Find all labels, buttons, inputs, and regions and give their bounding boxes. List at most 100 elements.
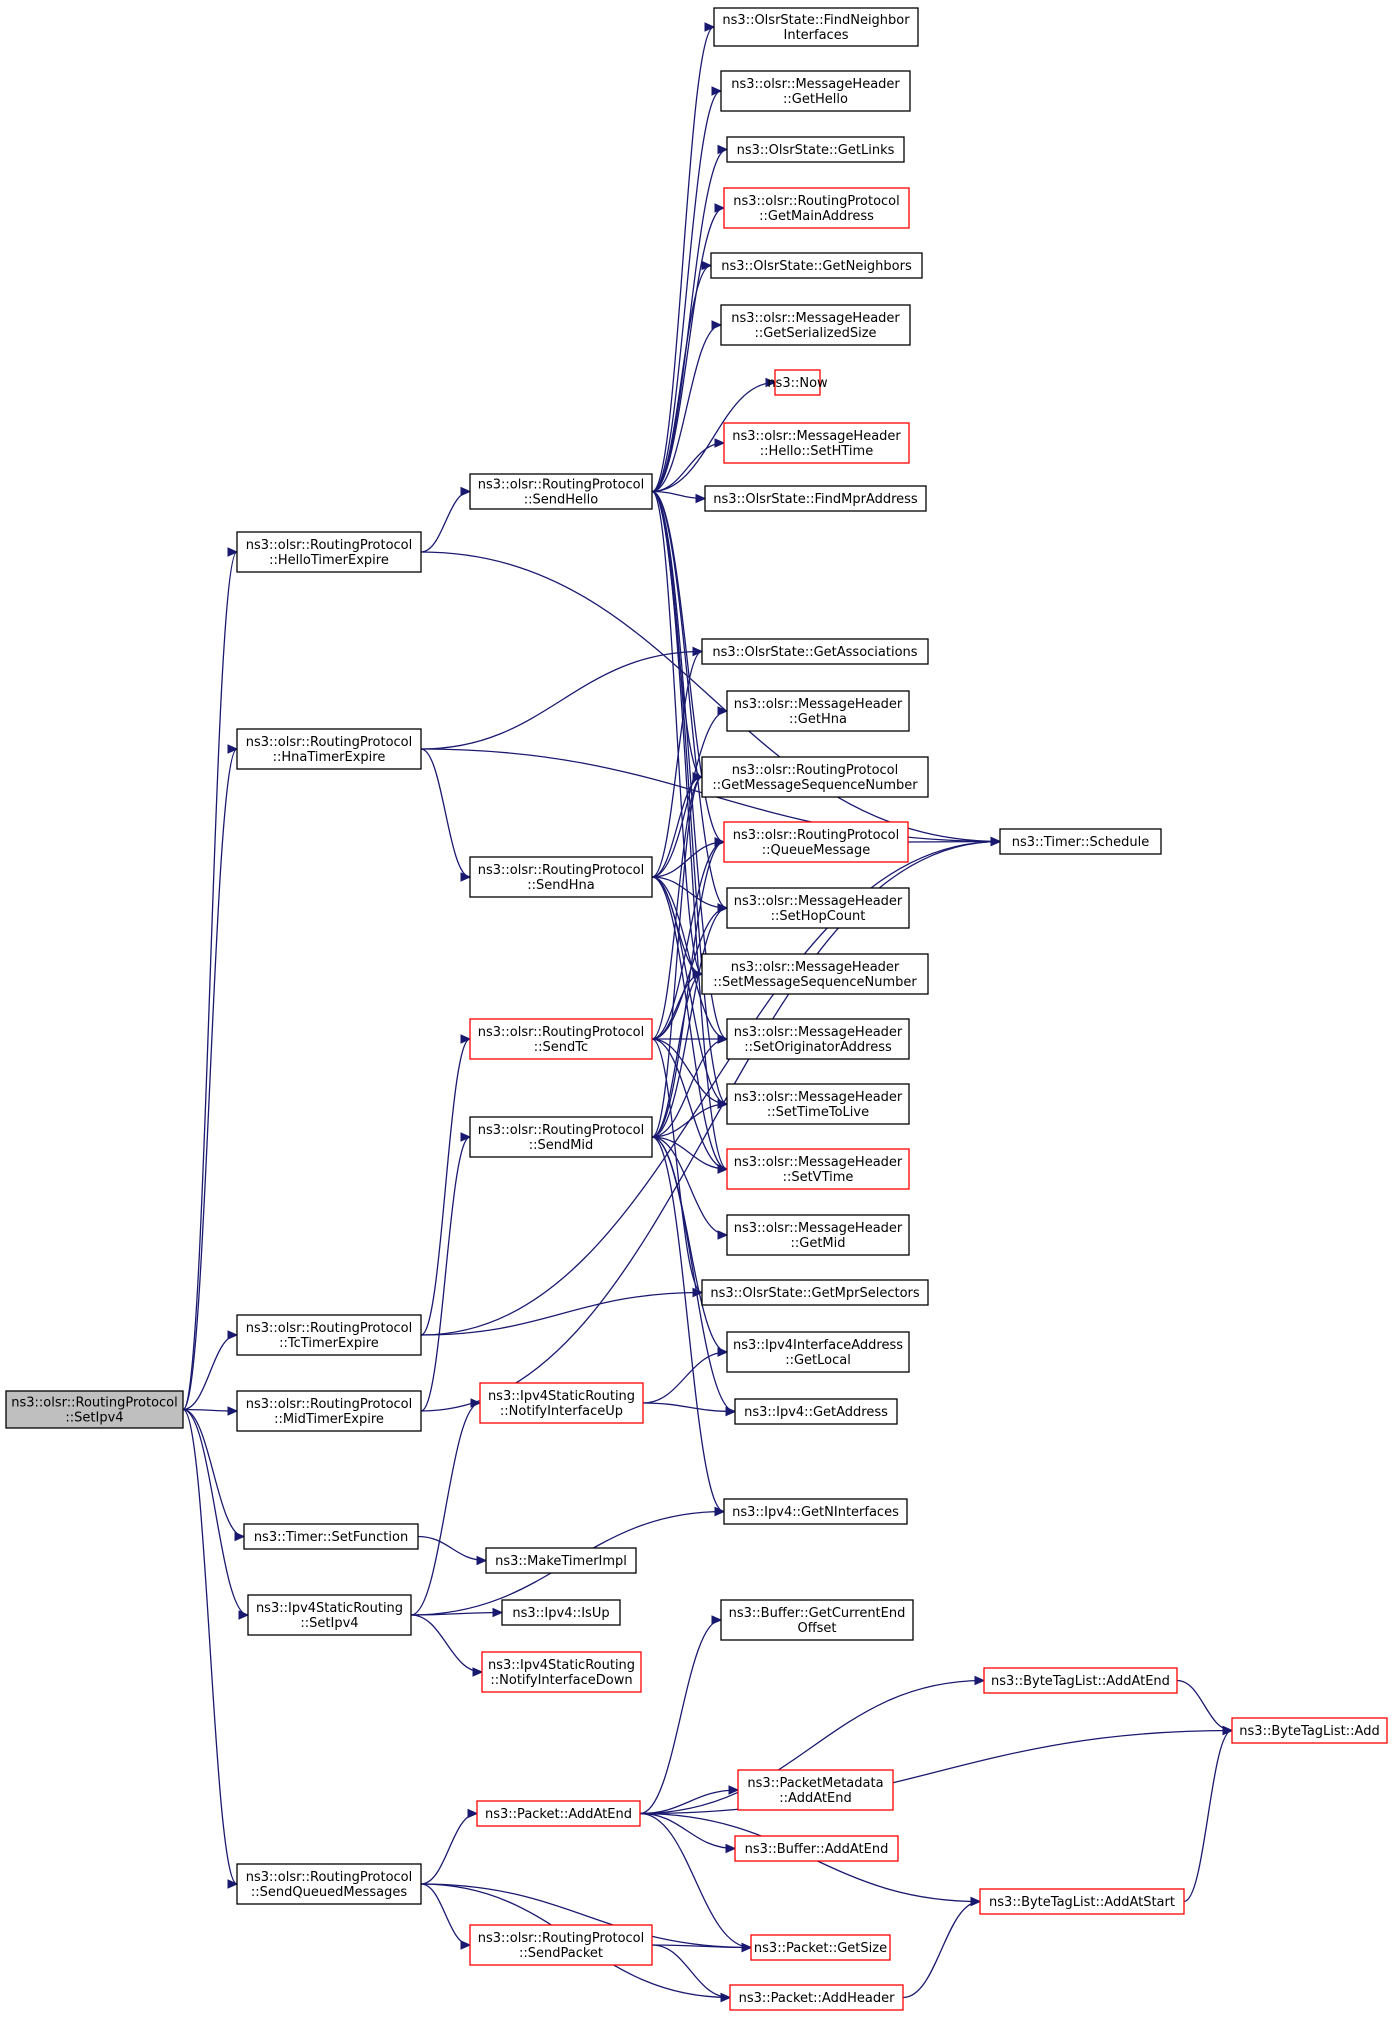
node-label: ns3::ByteTagList::Add: [1239, 1724, 1379, 1739]
node-tctimer[interactable]: ns3::olsr::RoutingProtocol::TcTimerExpir…: [236, 1314, 422, 1356]
node-setttl[interactable]: ns3::olsr::MessageHeader::SetTimeToLive: [726, 1083, 910, 1125]
node-box: [236, 1390, 422, 1432]
node-getninterfaces[interactable]: ns3::Ipv4::GetNInterfaces: [723, 1498, 908, 1525]
node-bytetagadd[interactable]: ns3::ByteTagList::Add: [1231, 1717, 1388, 1744]
node-sendhna[interactable]: ns3::olsr::RoutingProtocol::SendHna: [469, 856, 653, 898]
node-getassociations[interactable]: ns3::OlsrState::GetAssociations: [701, 638, 929, 665]
arrowhead-setipv4-to-staticsetipv4: [238, 1610, 250, 1620]
node-label: ns3::Timer::SetFunction: [254, 1530, 408, 1545]
node-sethopcount[interactable]: ns3::olsr::MessageHeader::SetHopCount: [726, 887, 910, 929]
edge-midtimer-to-timerschedule: [420, 840, 1001, 1412]
node-bytetagaddatstart[interactable]: ns3::ByteTagList::AddAtStart: [979, 1888, 1185, 1915]
node-label: ns3::Packet::AddAtEnd: [485, 1807, 632, 1822]
node-hellotimer[interactable]: ns3::olsr::RoutingProtocol::HelloTimerEx…: [236, 531, 422, 573]
edge-hnatimer-to-getassociations: [420, 650, 703, 750]
node-midtimer[interactable]: ns3::olsr::RoutingProtocol::MidTimerExpi…: [236, 1390, 422, 1432]
arrowhead-notifyup-to-getlocal: [717, 1347, 729, 1357]
node-label: ns3::OlsrState::GetNeighbors: [721, 259, 912, 274]
node-packetgetsize[interactable]: ns3::Packet::GetSize: [750, 1934, 891, 1961]
node-getserializedsize[interactable]: ns3::olsr::MessageHeader::GetSerializedS…: [720, 304, 911, 346]
node-label: ns3::olsr::MessageHeader: [734, 1155, 903, 1170]
node-getmainaddress[interactable]: ns3::olsr::RoutingProtocol::GetMainAddre…: [723, 187, 910, 229]
edge-sendmid-to-sethopcount: [651, 907, 728, 1138]
node-getneighbors[interactable]: ns3::OlsrState::GetNeighbors: [710, 252, 923, 279]
arrowhead-notifyup-to-getaddress: [725, 1406, 737, 1417]
edge-setipv4-to-hnatimer: [182, 748, 238, 1411]
node-maketimerimpl[interactable]: ns3::MakeTimerImpl: [485, 1547, 637, 1574]
node-label: ::HnaTimerExpire: [273, 750, 386, 765]
node-label: ::GetHello: [783, 92, 848, 107]
arrowhead-sendpacket-to-packetaddheader: [720, 1992, 732, 2003]
node-box: [1231, 1717, 1388, 1744]
edge-sendmid-to-queuemessage: [651, 841, 725, 1138]
node-label: ::QueueMessage: [762, 843, 870, 858]
node-bufferaddatend[interactable]: ns3::Buffer::AddAtEnd: [734, 1835, 899, 1862]
node-setvtime[interactable]: ns3::olsr::MessageHeader::SetVTime: [726, 1148, 910, 1190]
node-staticsetipv4[interactable]: ns3::Ipv4StaticRouting::SetIpv4: [247, 1594, 412, 1636]
arrowhead-sendhello-to-sethtime: [714, 438, 726, 448]
node-bytetagaddatend[interactable]: ns3::ByteTagList::AddAtEnd: [983, 1667, 1178, 1694]
arrowhead-setipv4-to-midtimer: [227, 1406, 239, 1416]
node-box: [710, 252, 923, 279]
node-packetaddheader[interactable]: ns3::Packet::AddHeader: [729, 1984, 904, 2011]
edge-sendhello-to-setttl: [651, 490, 728, 1105]
node-getmprselectors[interactable]: ns3::OlsrState::GetMprSelectors: [701, 1279, 929, 1306]
node-packetaddatend[interactable]: ns3::Packet::AddAtEnd: [476, 1800, 641, 1827]
node-sendqueued[interactable]: ns3::olsr::RoutingProtocol::SendQueuedMe…: [236, 1863, 422, 1905]
node-sethtime[interactable]: ns3::olsr::MessageHeader::Hello::SetHTim…: [723, 422, 910, 464]
node-box: [726, 1214, 910, 1256]
node-hnatimer[interactable]: ns3::olsr::RoutingProtocol::HnaTimerExpi…: [236, 728, 422, 770]
edge-sendhna-to-setttl: [651, 876, 728, 1105]
node-box: [713, 7, 919, 47]
edge-setipv4-to-staticsetipv4: [182, 1408, 249, 1616]
node-label: ns3::Ipv4::GetNInterfaces: [732, 1505, 899, 1520]
node-label: ns3::olsr::RoutingProtocol: [732, 763, 899, 778]
node-queuemessage[interactable]: ns3::olsr::RoutingProtocol::QueueMessage: [723, 821, 909, 863]
node-getmsgseq[interactable]: ns3::olsr::RoutingProtocol::GetMessageSe…: [701, 756, 929, 798]
node-sendpacket[interactable]: ns3::olsr::RoutingProtocol::SendPacket: [469, 1924, 653, 1966]
node-getaddress[interactable]: ns3::Ipv4::GetAddress: [734, 1398, 898, 1425]
node-box: [726, 887, 910, 929]
node-label: ::TcTimerExpire: [279, 1336, 379, 1351]
edge-setipv4-to-sendqueued: [182, 1408, 238, 1885]
node-getlocal[interactable]: ns3::Ipv4InterfaceAddress::GetLocal: [726, 1331, 910, 1373]
node-box: [726, 1018, 910, 1060]
node-sendhello[interactable]: ns3::olsr::RoutingProtocol::SendHello: [469, 473, 653, 510]
node-box: [726, 136, 905, 163]
node-setmsgseq[interactable]: ns3::olsr::MessageHeader::SetMessageSequ…: [701, 953, 929, 995]
node-label: ns3::Ipv4StaticRouting: [488, 1658, 635, 1673]
node-metadataaddatend[interactable]: ns3::PacketMetadata::AddAtEnd: [737, 1769, 894, 1811]
node-notifyup[interactable]: ns3::Ipv4StaticRouting::NotifyInterfaceU…: [479, 1382, 644, 1424]
node-label: ::SetHopCount: [771, 909, 866, 924]
node-notifydown[interactable]: ns3::Ipv4StaticRouting::NotifyInterfaceD…: [481, 1651, 642, 1693]
node-box: [701, 756, 929, 798]
node-setfunction[interactable]: ns3::Timer::SetFunction: [243, 1523, 419, 1550]
edge-sendhello-to-gethello: [651, 90, 722, 493]
node-gethna[interactable]: ns3::olsr::MessageHeader::GetHna: [726, 690, 910, 732]
node-sendtc[interactable]: ns3::olsr::RoutingProtocol::SendTc: [469, 1018, 653, 1060]
node-label: ns3::olsr::MessageHeader: [732, 429, 901, 444]
node-box: [734, 1398, 898, 1425]
node-label: ::SendTc: [534, 1040, 588, 1055]
edge-tctimer-to-sendtc: [420, 1038, 471, 1336]
node-label: ns3::olsr::RoutingProtocol: [246, 1397, 413, 1412]
node-gethello[interactable]: ns3::olsr::MessageHeader::GetHello: [720, 70, 911, 112]
arrowhead-setfunction-to-maketimerimpl: [476, 1555, 488, 1566]
edge-sendmid-to-setvtime: [651, 1136, 728, 1170]
node-setipv4[interactable]: ns3::olsr::RoutingProtocol::SetIpv4: [5, 1390, 184, 1429]
node-getlinks[interactable]: ns3::OlsrState::GetLinks: [726, 136, 905, 163]
edge-packetaddatend-to-bytetagadd: [639, 1729, 1233, 1815]
edge-sendhello-to-getneighbors: [651, 264, 712, 493]
node-timerschedule[interactable]: ns3::Timer::Schedule: [999, 828, 1162, 855]
arrowhead-staticsetipv4-to-isup: [492, 1607, 504, 1618]
node-setoriginator[interactable]: ns3::olsr::MessageHeader::SetOriginatorA…: [726, 1018, 910, 1060]
node-sendmid[interactable]: ns3::olsr::RoutingProtocol::SendMid: [469, 1116, 653, 1158]
node-findmpraddress[interactable]: ns3::OlsrState::FindMprAddress: [704, 485, 927, 512]
node-box: [247, 1594, 412, 1636]
node-isup[interactable]: ns3::Ipv4::IsUp: [501, 1599, 621, 1626]
node-now[interactable]: ns3::Now: [767, 369, 828, 396]
arrowhead-sendmid-to-setttl: [717, 1099, 729, 1109]
node-getmid[interactable]: ns3::olsr::MessageHeader::GetMid: [726, 1214, 910, 1256]
